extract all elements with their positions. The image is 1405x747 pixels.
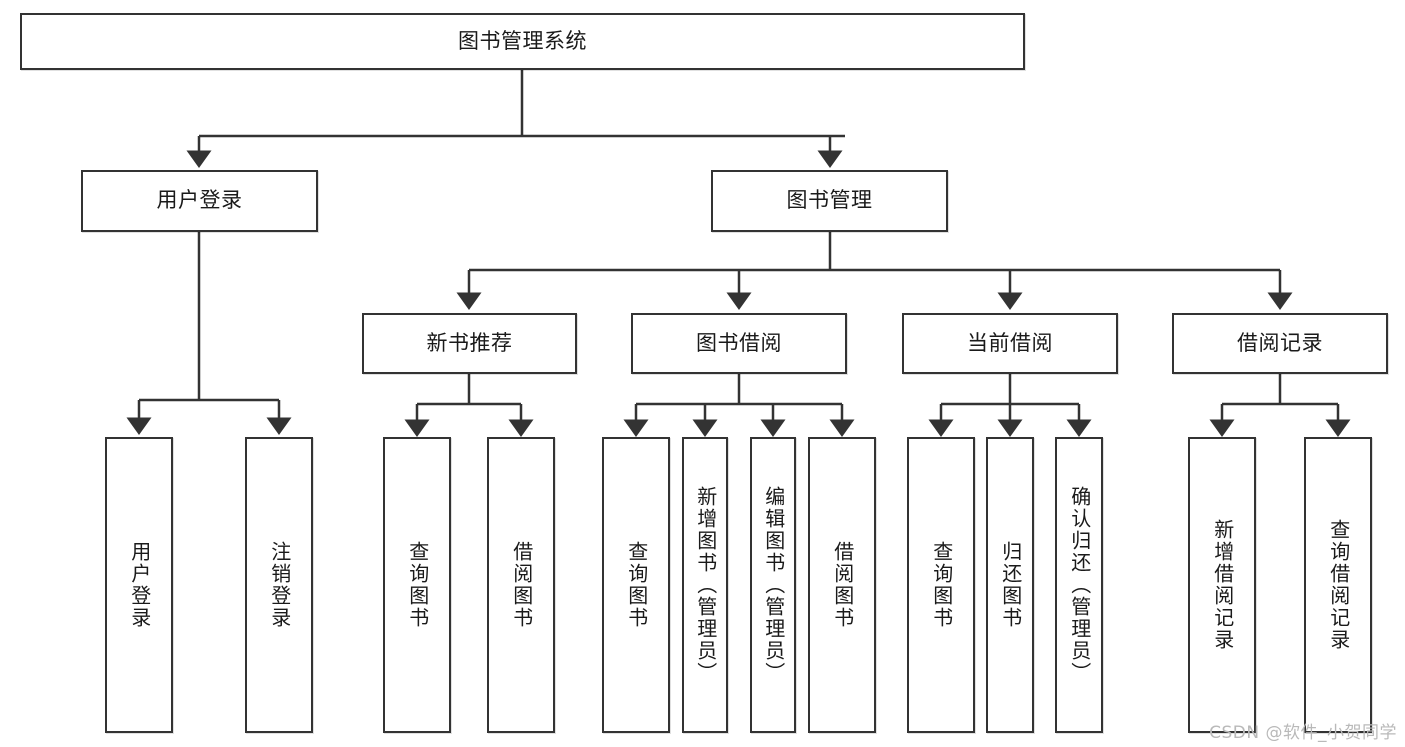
- leaf-label: 编辑图书（管理员）: [761, 486, 786, 684]
- leaf-current-return-book[interactable]: 归还图书: [986, 437, 1034, 733]
- leaf-label: 归还图书: [998, 541, 1023, 629]
- leaf-user-login-login[interactable]: 用户登录: [105, 437, 173, 733]
- leaf-record-add-record[interactable]: 新增借阅记录: [1188, 437, 1256, 733]
- node-user-login-label: 用户登录: [156, 188, 243, 213]
- leaf-label: 查询图书: [929, 541, 954, 629]
- leaf-record-query-record[interactable]: 查询借阅记录: [1304, 437, 1372, 733]
- csdn-watermark: CSDN @软件_小贺同学: [1209, 723, 1397, 743]
- leaf-current-confirm-return[interactable]: 确认归还（管理员）: [1055, 437, 1103, 733]
- node-current-borrow[interactable]: 当前借阅: [902, 313, 1118, 374]
- node-new-book-recommend[interactable]: 新书推荐: [362, 313, 577, 374]
- leaf-label: 查询图书: [624, 541, 649, 629]
- leaf-label: 用户登录: [127, 541, 152, 629]
- node-borrow-record[interactable]: 借阅记录: [1172, 313, 1388, 374]
- leaf-new-book-query[interactable]: 查询图书: [383, 437, 451, 733]
- leaf-new-book-borrow[interactable]: 借阅图书: [487, 437, 555, 733]
- leaf-label: 查询图书: [405, 541, 430, 629]
- leaf-borrow-edit-book[interactable]: 编辑图书（管理员）: [750, 437, 796, 733]
- leaf-borrow-borrow-book[interactable]: 借阅图书: [808, 437, 876, 733]
- leaf-user-login-logout[interactable]: 注销登录: [245, 437, 313, 733]
- node-root-label: 图书管理系统: [458, 28, 587, 53]
- leaf-label: 新增图书（管理员）: [693, 486, 718, 684]
- node-current-borrow-label: 当前借阅: [967, 330, 1053, 355]
- node-user-login[interactable]: 用户登录: [81, 170, 318, 232]
- leaf-label: 借阅图书: [509, 541, 534, 629]
- leaf-borrow-query-book[interactable]: 查询图书: [602, 437, 670, 733]
- node-book-borrow[interactable]: 图书借阅: [631, 313, 847, 374]
- node-root[interactable]: 图书管理系统: [20, 13, 1025, 70]
- leaf-label: 查询借阅记录: [1326, 519, 1351, 651]
- leaf-label: 借阅图书: [830, 541, 855, 629]
- leaf-label: 注销登录: [267, 541, 292, 629]
- leaf-label: 确认归还（管理员）: [1067, 486, 1092, 684]
- node-book-management[interactable]: 图书管理: [711, 170, 948, 232]
- node-book-borrow-label: 图书借阅: [696, 330, 782, 355]
- leaf-current-query-book[interactable]: 查询图书: [907, 437, 975, 733]
- leaf-label: 新增借阅记录: [1210, 519, 1235, 651]
- node-book-management-label: 图书管理: [786, 188, 873, 213]
- node-new-book-recommend-label: 新书推荐: [426, 330, 513, 355]
- node-borrow-record-label: 借阅记录: [1237, 330, 1323, 355]
- leaf-borrow-add-book[interactable]: 新增图书（管理员）: [682, 437, 728, 733]
